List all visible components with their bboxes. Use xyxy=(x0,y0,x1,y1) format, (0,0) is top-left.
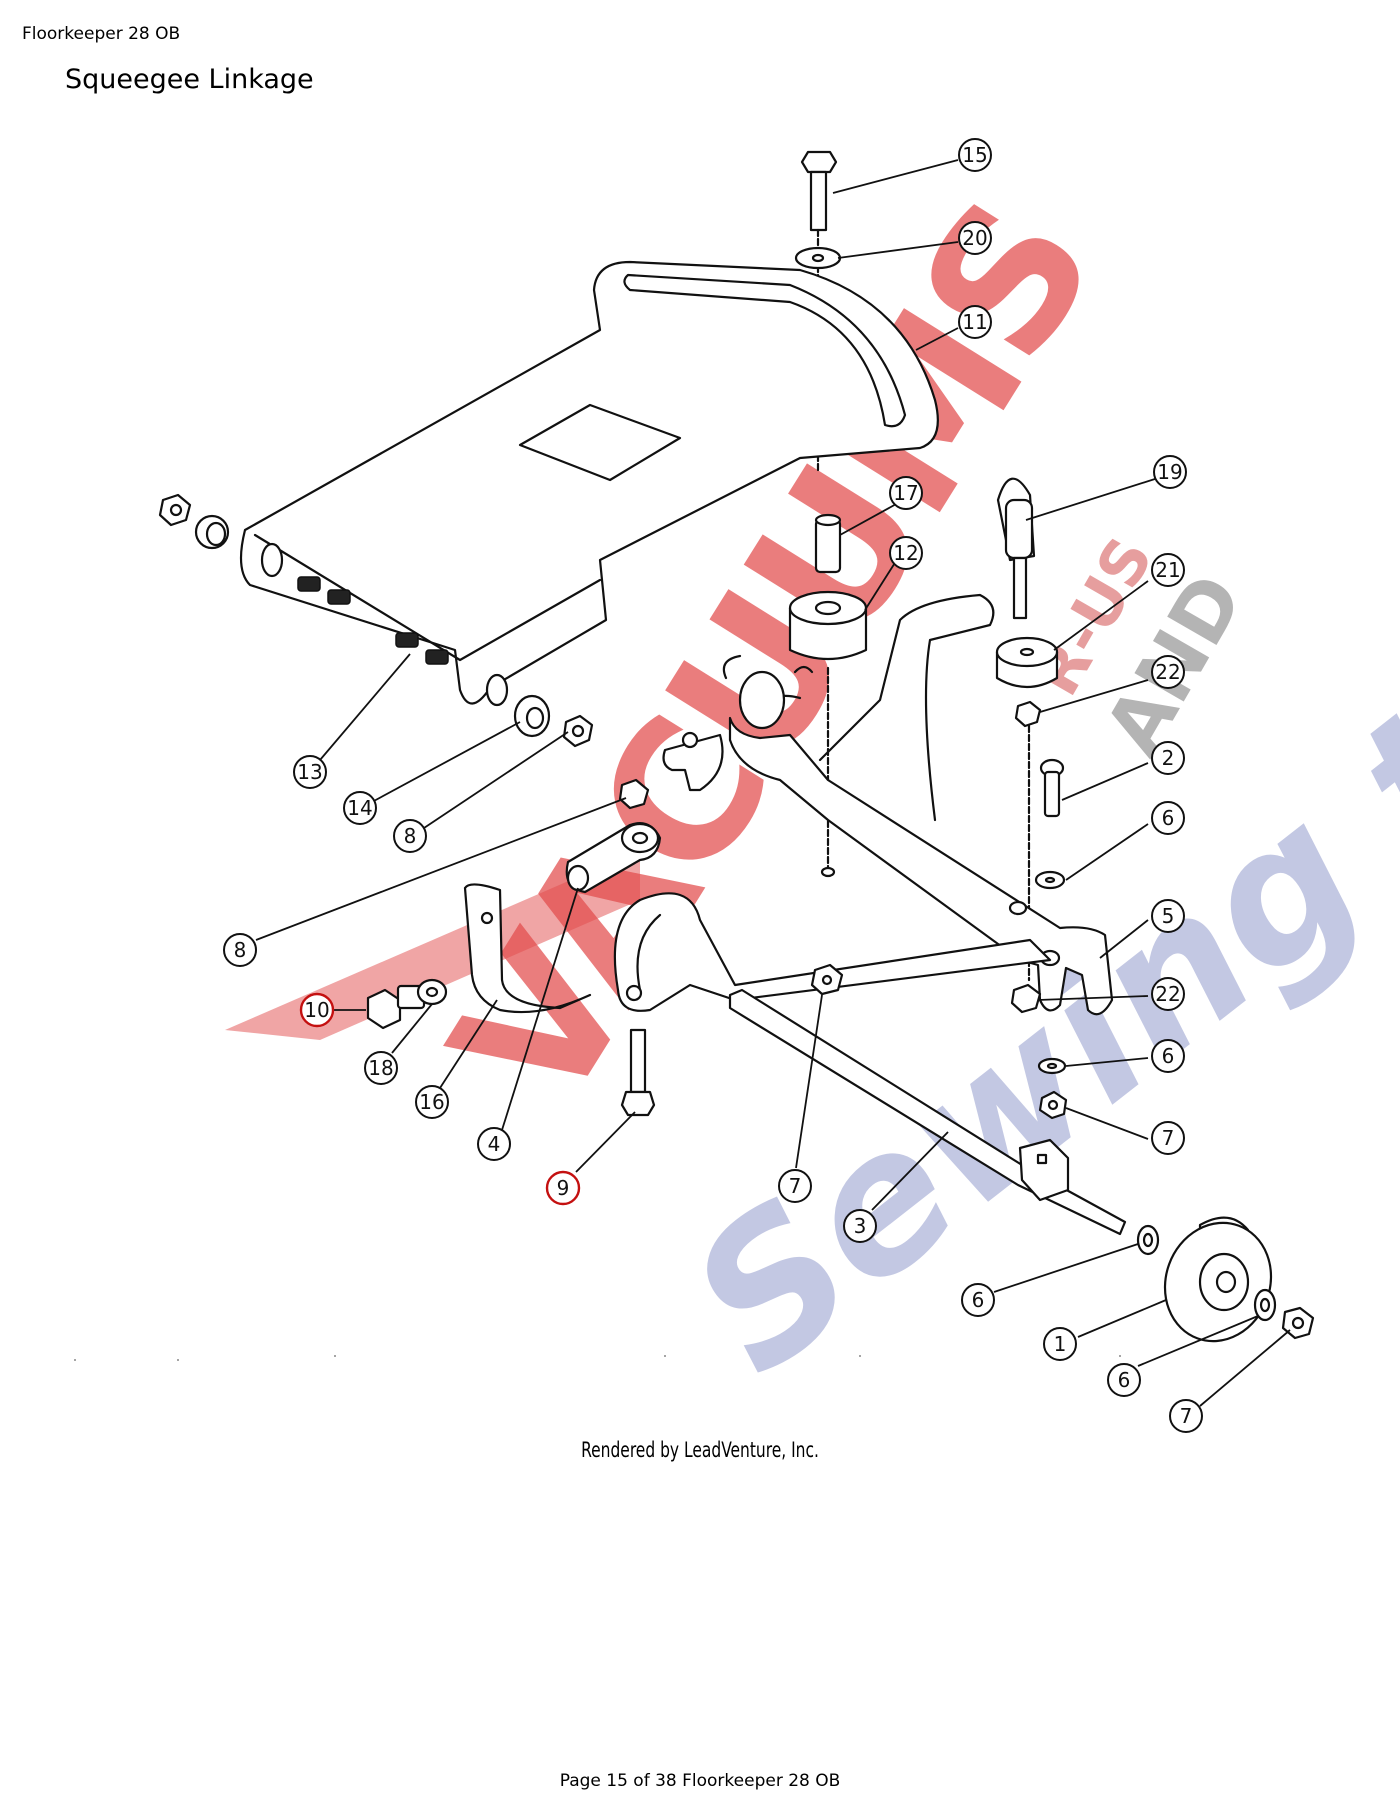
document-header: Floorkeeper 28 OB xyxy=(22,24,181,44)
callout-10[interactable]: 10 xyxy=(299,992,335,1028)
svg-text:17: 17 xyxy=(893,481,918,505)
callout-15[interactable]: 15 xyxy=(958,138,992,172)
svg-text:12: 12 xyxy=(893,541,918,565)
callout-3[interactable]: 3 xyxy=(843,1209,877,1243)
part-nut-7-mid xyxy=(810,963,844,996)
part-axle-3 xyxy=(728,988,1127,1236)
part-bracket-5 xyxy=(722,593,1114,1016)
svg-text:11: 11 xyxy=(962,310,987,334)
callout-14[interactable]: 14 xyxy=(343,791,377,825)
part-rod-end-4 xyxy=(565,822,662,894)
page-title: Squeegee Linkage xyxy=(65,64,314,95)
part-pin-19 xyxy=(996,477,1036,620)
part-nut-8-top xyxy=(562,714,594,748)
part-nut-7-far xyxy=(1281,1306,1315,1340)
callout-9[interactable]: 9 xyxy=(545,1170,581,1206)
part-bushing-12 xyxy=(788,590,868,872)
svg-text:18: 18 xyxy=(368,1056,393,1080)
svg-text:6: 6 xyxy=(1162,1044,1175,1068)
svg-text:16: 16 xyxy=(419,1090,444,1114)
callout-6-lower[interactable]: 6 xyxy=(961,1283,995,1317)
svg-text:19: 19 xyxy=(1157,460,1182,484)
part-spring-13 xyxy=(297,576,449,665)
svg-text:8: 8 xyxy=(234,938,247,962)
scan-specks xyxy=(74,1355,1121,1361)
part-screw-2 xyxy=(1039,758,1065,818)
part-nut-8-mid xyxy=(618,778,650,810)
callout-7-far[interactable]: 7 xyxy=(1169,1399,1203,1433)
callout-21[interactable]: 21 xyxy=(1151,553,1185,587)
svg-text:7: 7 xyxy=(789,1174,802,1198)
callout-6-far[interactable]: 6 xyxy=(1107,1363,1141,1397)
part-bracket-16 xyxy=(463,883,592,1014)
part-plate-11 xyxy=(239,260,939,707)
svg-text:1: 1 xyxy=(1054,1332,1067,1356)
svg-text:6: 6 xyxy=(1162,806,1175,830)
callout-20[interactable]: 20 xyxy=(958,221,992,255)
part-bushing-21 xyxy=(995,636,1059,688)
callout-18[interactable]: 18 xyxy=(364,1051,398,1085)
part-nut-7-right xyxy=(1038,1090,1068,1120)
svg-text:3: 3 xyxy=(854,1214,867,1238)
part-washer-6-right xyxy=(1037,1057,1067,1075)
svg-text:7: 7 xyxy=(1162,1126,1175,1150)
svg-text:5: 5 xyxy=(1162,904,1175,928)
part-washer-6-upper xyxy=(1034,870,1066,890)
callout-1[interactable]: 1 xyxy=(1043,1327,1077,1361)
svg-text:4: 4 xyxy=(488,1132,501,1156)
callout-4[interactable]: 4 xyxy=(477,1127,511,1161)
svg-text:6: 6 xyxy=(972,1288,985,1312)
watermark-swoosh xyxy=(225,850,640,1040)
callout-2[interactable]: 2 xyxy=(1151,741,1185,775)
part-washer-6-far xyxy=(1253,1288,1277,1322)
svg-text:22: 22 xyxy=(1155,660,1180,684)
callout-22-upper[interactable]: 22 xyxy=(1151,655,1185,689)
callout-6-upper[interactable]: 6 xyxy=(1151,801,1185,835)
callout-16[interactable]: 16 xyxy=(415,1085,449,1119)
svg-text:6: 6 xyxy=(1118,1368,1131,1392)
leader-lines xyxy=(255,159,1291,1407)
part-spacer-17 xyxy=(814,513,842,574)
page-footer: Page 15 of 38 Floorkeeper 28 OB xyxy=(559,1771,841,1791)
part-bolt-9 xyxy=(620,1028,656,1117)
callout-19[interactable]: 19 xyxy=(1153,455,1187,489)
svg-text:15: 15 xyxy=(962,143,987,167)
svg-text:13: 13 xyxy=(297,760,322,784)
part-wheel-1 xyxy=(1163,1216,1273,1343)
part-arm-lower xyxy=(613,892,1052,1012)
callout-8-upper[interactable]: 8 xyxy=(393,819,427,853)
svg-text:8: 8 xyxy=(404,824,417,848)
part-washer-20 xyxy=(794,246,842,270)
callout-7-mid[interactable]: 7 xyxy=(778,1169,812,1203)
callout-12[interactable]: 12 xyxy=(889,536,923,570)
callout-17[interactable]: 17 xyxy=(889,476,923,510)
part-washer-14 xyxy=(513,694,551,738)
part-washer-18 xyxy=(416,978,448,1006)
callout-7-right[interactable]: 7 xyxy=(1151,1121,1185,1155)
svg-text:9: 9 xyxy=(557,1176,570,1200)
callout-6-right[interactable]: 6 xyxy=(1151,1039,1185,1073)
callout-5[interactable]: 5 xyxy=(1151,899,1185,933)
svg-text:20: 20 xyxy=(962,226,987,250)
callout-11[interactable]: 11 xyxy=(958,305,992,339)
svg-text:21: 21 xyxy=(1155,558,1180,582)
svg-text:7: 7 xyxy=(1180,1404,1193,1428)
part-nut-left xyxy=(158,493,230,550)
callout-8-lower[interactable]: 8 xyxy=(223,933,257,967)
credit-line: Rendered by LeadVenture, Inc. xyxy=(581,1438,819,1462)
svg-text:14: 14 xyxy=(347,796,372,820)
part-nut-22-lower xyxy=(1010,983,1042,1014)
part-washer-6-lower xyxy=(1136,1224,1160,1256)
part-yoke-upper xyxy=(662,731,724,792)
svg-text:2: 2 xyxy=(1162,746,1175,770)
callout-13[interactable]: 13 xyxy=(293,755,327,789)
callout-22-lower[interactable]: 22 xyxy=(1151,977,1185,1011)
svg-text:10: 10 xyxy=(304,998,329,1022)
svg-text:22: 22 xyxy=(1155,982,1180,1006)
